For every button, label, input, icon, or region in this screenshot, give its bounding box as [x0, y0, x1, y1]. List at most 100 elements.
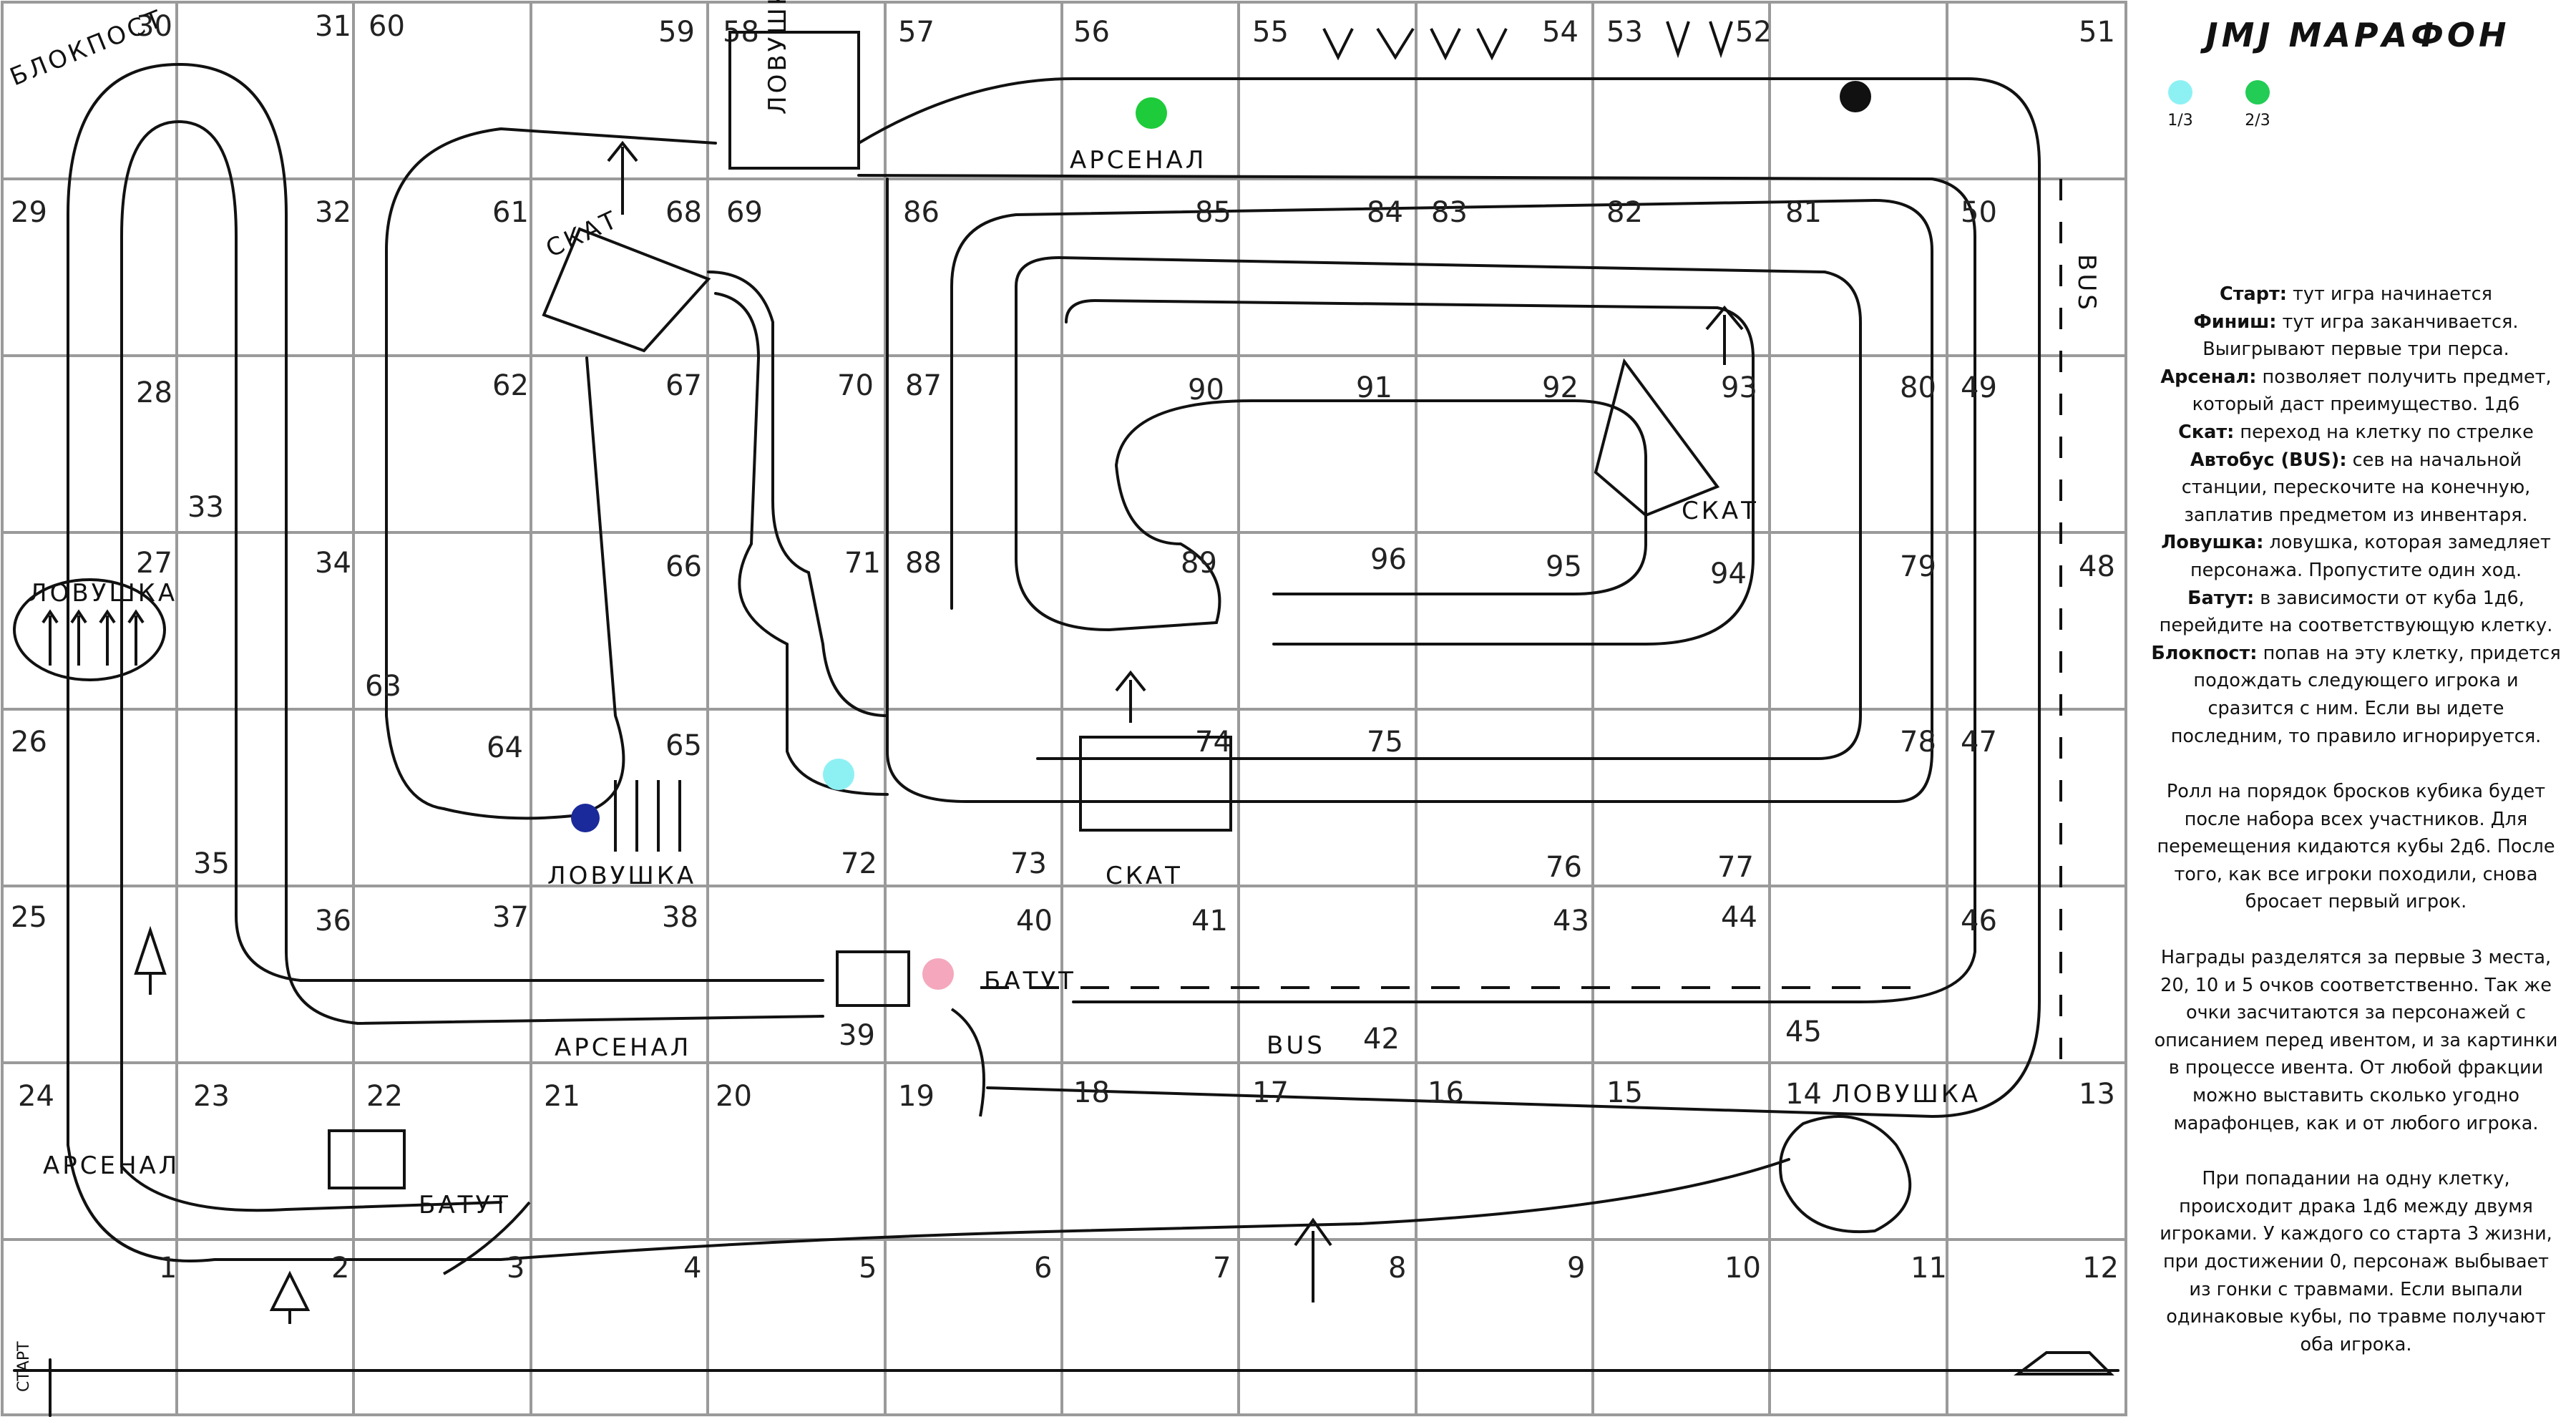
trap-icon-65: [614, 780, 681, 852]
cell-42: 42: [1363, 1023, 1400, 1056]
cell-84: 84: [1367, 196, 1403, 229]
cell-55: 55: [1252, 16, 1289, 49]
car-icon: [2014, 1351, 2114, 1375]
rule-finish: Финиш: тут игра заканчивается. Выигрываю…: [2193, 311, 2519, 361]
rule-trap: Ловушка: ловушка, которая замедляет перс…: [2161, 532, 2551, 581]
bus-label-42: BUS: [1267, 1031, 1325, 1060]
cell-23: 23: [193, 1080, 230, 1113]
trap-icon-58: [728, 31, 860, 170]
cell-34: 34: [315, 547, 351, 580]
cell-5: 5: [859, 1252, 877, 1285]
rule-skat: Скат: переход на клетку по стрелке: [2178, 421, 2534, 443]
cell-57: 57: [898, 16, 935, 49]
note-turn-order: Ролл на порядок бросков кубика будет пос…: [2157, 781, 2555, 913]
batut-label-22: БАТУТ: [419, 1191, 511, 1219]
skat-label-68: СКАТ: [542, 205, 624, 263]
cell-14: 14: [1785, 1078, 1822, 1111]
legend-dot-1-3: [2168, 80, 2192, 104]
cell-79: 79: [1900, 550, 1936, 583]
cell-68: 68: [665, 196, 702, 229]
lovushka-label-14: ЛОВУШКА: [1832, 1080, 1981, 1109]
up-arrow-icon: [1705, 305, 1744, 365]
tree-icon: [134, 925, 167, 995]
legend-label-2-3: 2/3: [2245, 112, 2270, 130]
batut-arrow-icon: [443, 1201, 531, 1275]
lovushka-label-65: ЛОВУШКА: [547, 862, 696, 890]
black-token[interactable]: [1840, 81, 1871, 112]
cell-3: 3: [507, 1252, 525, 1285]
cell-1: 1: [159, 1252, 177, 1285]
cell-22: 22: [366, 1080, 403, 1113]
cell-50: 50: [1961, 196, 1997, 229]
cell-94: 94: [1710, 557, 1747, 590]
up-arrow-icon: [1294, 1217, 1332, 1302]
cell-8: 8: [1388, 1252, 1406, 1285]
cell-66: 66: [665, 550, 702, 583]
cell-28: 28: [136, 376, 172, 409]
cell-33: 33: [187, 491, 224, 524]
cell-32: 32: [315, 196, 351, 229]
cell-92: 92: [1542, 371, 1579, 404]
note-rewards: Награды разделятся за первые 3 места, 20…: [2154, 947, 2558, 1134]
cell-15: 15: [1606, 1076, 1643, 1109]
cell-37: 37: [492, 901, 529, 934]
cyan-token[interactable]: [823, 759, 854, 790]
tree-icon: [269, 1270, 311, 1324]
cell-69: 69: [726, 196, 763, 229]
pink-token[interactable]: [922, 958, 954, 990]
bus-label-50: BUS: [2072, 254, 2101, 313]
cell-numbers: 30 31 60 59 58 57 56 55 54 53 52 51 29 3…: [11, 10, 2119, 1285]
cell-56: 56: [1073, 16, 1110, 49]
cell-65: 65: [665, 729, 702, 762]
lovushka-label-27: ЛОВУШКА: [29, 579, 177, 608]
cell-43: 43: [1553, 905, 1589, 938]
batut-label-40: БАТУТ: [984, 967, 1076, 995]
cell-54: 54: [1542, 16, 1579, 49]
cell-21: 21: [544, 1080, 580, 1113]
cell-80: 80: [1900, 371, 1936, 404]
cell-96: 96: [1370, 543, 1407, 576]
cell-90: 90: [1188, 374, 1224, 406]
cell-91: 91: [1356, 371, 1392, 404]
cell-45: 45: [1785, 1016, 1822, 1048]
note-fight: При попадании на одну клетку, происходит…: [2160, 1168, 2552, 1355]
cell-67: 67: [665, 369, 702, 402]
legend-dot-2-3: [2245, 80, 2270, 104]
cell-49: 49: [1961, 371, 1997, 404]
cell-88: 88: [905, 547, 942, 580]
cell-18: 18: [1073, 1076, 1110, 1109]
rule-start: Старт: тут игра начинается: [2220, 283, 2492, 305]
cell-46: 46: [1961, 905, 1997, 938]
cell-26: 26: [11, 726, 47, 759]
cell-29: 29: [11, 196, 47, 229]
blokpost-label: БЛОКПОСТ: [6, 4, 168, 92]
cell-62: 62: [492, 369, 529, 402]
cell-93: 93: [1721, 371, 1757, 404]
trees-icon: [1666, 21, 1733, 59]
board-grid: [1, 1, 2127, 1416]
rule-arsenal: Арсенал: позволяет получить предмет, кот…: [2160, 366, 2552, 416]
cell-82: 82: [1606, 196, 1643, 229]
track-paths: [13, 62, 2119, 1417]
trap-icon-27: [13, 578, 166, 681]
cell-73: 73: [1010, 847, 1047, 880]
cell-4: 4: [683, 1252, 701, 1285]
cell-30: 30: [136, 10, 172, 43]
rule-blokpost: Блокпост: попав на эту клетку, придется …: [2151, 642, 2561, 747]
green-token[interactable]: [1136, 97, 1167, 129]
cell-63: 63: [365, 670, 401, 703]
cell-17: 17: [1252, 1076, 1289, 1109]
cell-25: 25: [11, 901, 47, 934]
rule-bus: Автобус (BUS): сев на начальной станции,…: [2181, 449, 2531, 526]
blue-token[interactable]: [571, 804, 600, 832]
cell-81: 81: [1785, 196, 1822, 229]
cell-16: 16: [1428, 1076, 1464, 1109]
cell-11: 11: [1911, 1252, 1947, 1285]
cell-13: 13: [2079, 1078, 2115, 1111]
cell-31: 31: [315, 10, 351, 43]
cell-89: 89: [1181, 547, 1217, 580]
info-panel: JMJ МАРАФОН 1/3 2/3 Старт: тут игра начи…: [2136, 0, 2576, 1417]
cell-61: 61: [492, 196, 529, 229]
cell-48: 48: [2079, 550, 2115, 583]
cell-39: 39: [839, 1019, 875, 1052]
